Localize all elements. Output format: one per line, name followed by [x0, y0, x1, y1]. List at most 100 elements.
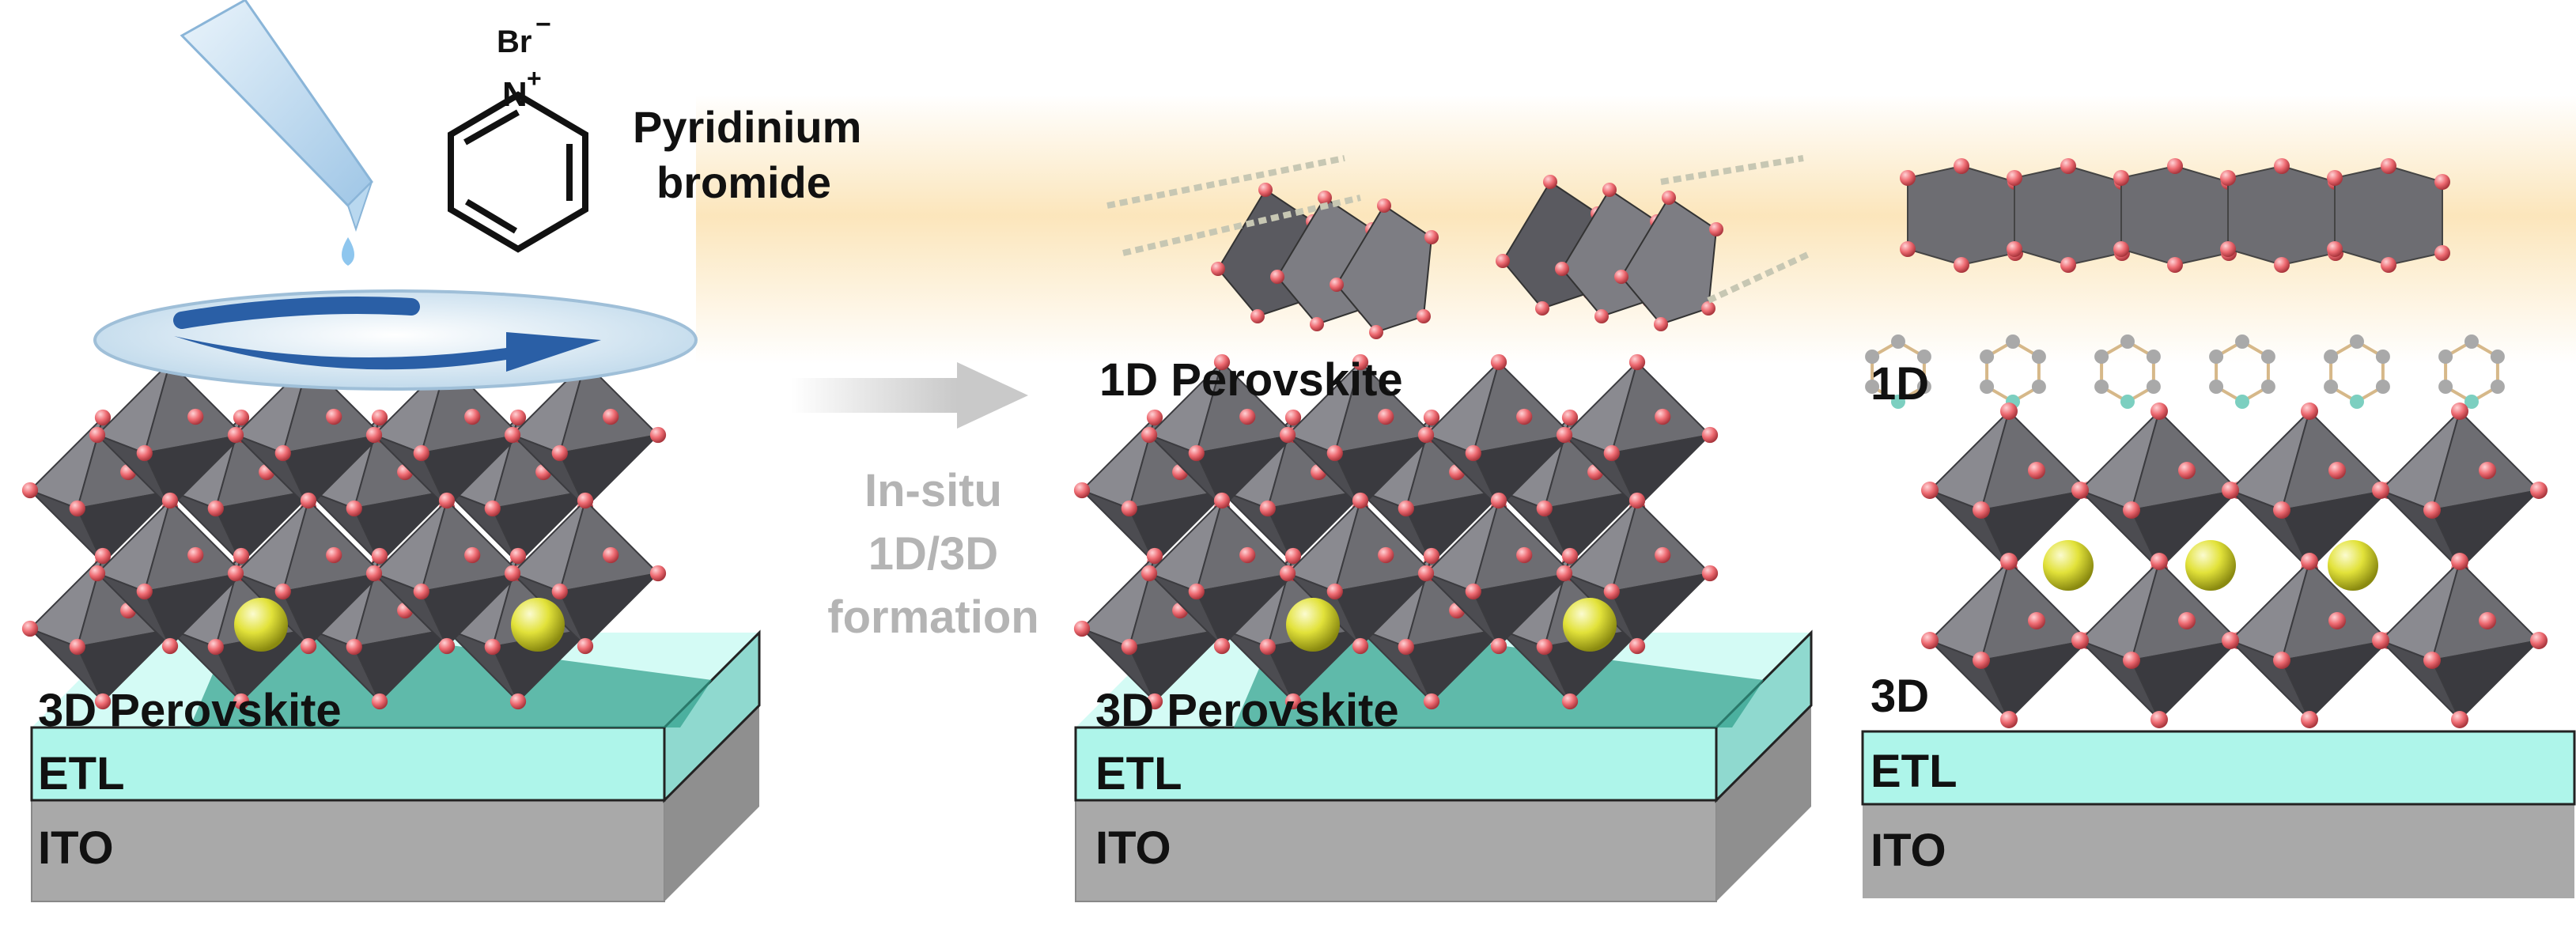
halide-atom: [1279, 565, 1296, 582]
halide-atom: [1121, 500, 1137, 517]
halide-atom: [1352, 637, 1369, 655]
ring-atom: [2209, 380, 2224, 394]
halide-atom: [1973, 652, 1990, 669]
halide-atom: [1536, 638, 1553, 656]
halide-atom: [1561, 547, 1579, 565]
halide-atom: [1250, 309, 1265, 323]
halide-atom: [1701, 301, 1715, 316]
panel1-etl-label: ETL: [38, 748, 125, 799]
halide-atom: [2007, 170, 2022, 186]
halide-atom: [2060, 158, 2076, 174]
halide-atom: [2301, 711, 2318, 728]
ring-atom: [2438, 380, 2453, 394]
ring-atom: [2235, 395, 2249, 409]
halide-atom: [1326, 583, 1343, 600]
halide-atom: [2372, 632, 2389, 649]
halide-atom: [2372, 482, 2389, 499]
halide-atom: [89, 565, 106, 582]
halide-atom: [2274, 257, 2290, 273]
halide-atom: [1496, 254, 1510, 268]
halide-atom: [2150, 711, 2168, 728]
ring-atom: [2094, 350, 2109, 364]
halide-atom: [577, 637, 594, 655]
halide-atom: [2113, 241, 2129, 257]
halide-atom: [2434, 245, 2450, 261]
halide-atom: [2220, 241, 2236, 257]
chain-octahedron: [2120, 164, 2230, 266]
halide-atom: [2301, 402, 2318, 420]
halide-atom: [551, 583, 568, 600]
ring-atom: [2375, 350, 2390, 364]
halide-atom: [89, 426, 106, 444]
halide-atom: [136, 444, 153, 462]
halide-atom: [1614, 270, 1628, 284]
panel3-1d-label: 1D: [1871, 358, 1929, 410]
halide-atom: [2530, 482, 2548, 499]
halide-atom: [1921, 632, 1939, 649]
halide-atom: [1417, 309, 1431, 323]
chain-octahedron: [1907, 164, 2016, 266]
octahedron-face: [1980, 489, 2090, 571]
octahedron-face: [2430, 639, 2541, 721]
ring-atom: [2350, 334, 2364, 349]
halide-atom: [1954, 158, 1969, 174]
octahedron-face: [76, 627, 178, 703]
cation-atom: [2043, 540, 2094, 591]
halide-atom: [1561, 693, 1579, 710]
halide-atom: [1701, 426, 1719, 444]
halide-atom: [1561, 409, 1579, 426]
halide-atom: [1318, 191, 1332, 205]
halide-atom: [1259, 638, 1276, 656]
halide-atom: [227, 565, 244, 582]
halide-atom: [2000, 711, 2018, 728]
halide-atom: [136, 583, 153, 600]
octahedron-face: [2430, 489, 2541, 571]
halide-atom: [2434, 174, 2450, 190]
panel-2: 1D Perovskite 3D Perovskite ETL ITO: [1073, 155, 1813, 902]
halide-atom: [2178, 612, 2196, 629]
halide-atom: [371, 547, 388, 565]
halide-atom: [649, 565, 667, 582]
halide-atom: [2071, 632, 2089, 649]
cation-atom: [1563, 598, 1617, 652]
halide-atom: [326, 546, 342, 564]
bromide-charge: −: [535, 9, 551, 40]
halide-atom: [233, 693, 250, 710]
halide-atom: [438, 637, 456, 655]
halide-atom: [464, 546, 481, 564]
halide-atom: [1602, 183, 1617, 197]
halide-atom: [365, 426, 383, 444]
halide-atom: [2150, 402, 2168, 420]
octahedron-face: [353, 489, 455, 565]
halide-atom: [1398, 638, 1414, 656]
octahedron-face: [214, 489, 316, 565]
halide-atom: [2007, 241, 2022, 257]
etl-slab: [1074, 726, 1718, 802]
halide-atom: [413, 583, 429, 600]
octahedron-face: [76, 489, 178, 565]
ring-atom: [2146, 350, 2161, 364]
ring-atom: [2120, 334, 2135, 349]
halide-atom: [1213, 353, 1231, 371]
halide-atom: [1423, 547, 1440, 565]
ring-atom: [2031, 380, 2046, 394]
cation-atom: [2328, 540, 2378, 591]
halide-atom: [1490, 637, 1507, 655]
ring-atom: [1865, 380, 1880, 394]
ito-slab: [1863, 805, 2574, 898]
halide-atom: [1921, 482, 1939, 499]
halide-atom: [2071, 482, 2089, 499]
halide-atom: [2328, 462, 2346, 479]
octahedron-face: [1195, 433, 1297, 509]
ring-atom: [1891, 395, 1905, 409]
molecule-name-line1: Pyridinium: [633, 102, 861, 152]
ito-slab-side: [664, 696, 759, 901]
organic-molecule: [1106, 155, 1345, 209]
halide-atom: [2273, 501, 2290, 519]
ring-atom: [2094, 380, 2109, 394]
halide-atom: [1284, 693, 1302, 710]
ito-slab: [1075, 790, 1717, 902]
process-label-line3: formation: [827, 591, 1038, 643]
halide-atom: [274, 583, 291, 600]
